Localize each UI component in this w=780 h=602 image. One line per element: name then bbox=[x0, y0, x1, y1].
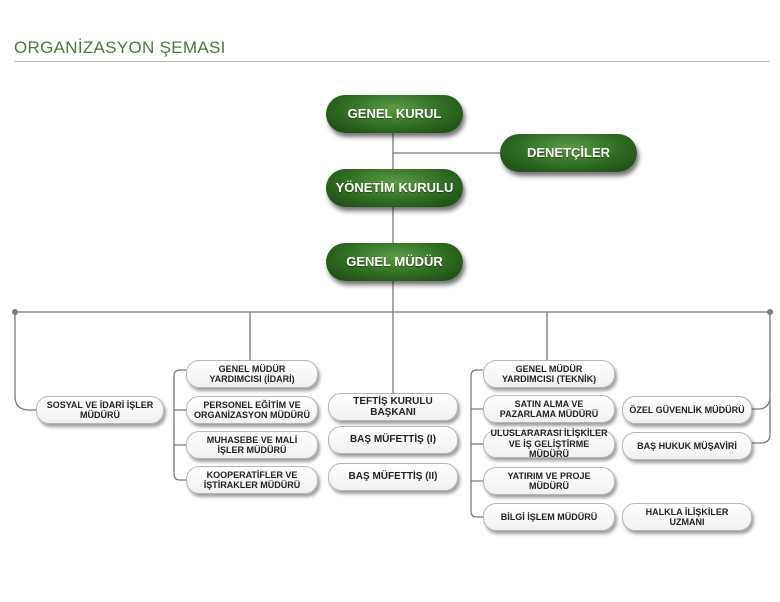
connector-idari-group bbox=[173, 369, 186, 481]
bus-right-dot bbox=[767, 309, 773, 315]
node-yatirim[interactable]: YATIRIM VE PROJE MÜDÜRÜ bbox=[483, 467, 615, 495]
page-title: ORGANİZASYON ŞEMASI bbox=[14, 38, 226, 57]
node-halkla-iliskiler[interactable]: HALKLA İLİŞKİLER UZMANI bbox=[622, 503, 752, 531]
node-muhasebe[interactable]: MUHASEBE VE MALİ İŞLER MÜDÜRÜ bbox=[186, 431, 318, 459]
node-halkla-iliskiler-label: HALKLA İLİŞKİLER UZMANI bbox=[645, 506, 729, 527]
node-ozel-guvenlik-label: ÖZEL GÜVENLİK MÜDÜRÜ bbox=[629, 404, 745, 415]
node-teftis-label: TEFTİŞ KURULU BAŞKANI bbox=[353, 395, 433, 419]
node-bilgi-islem[interactable]: BİLGİ İŞLEM MÜDÜRÜ bbox=[483, 503, 615, 531]
node-hukuk[interactable]: BAŞ HUKUK MÜŞAVİRİ bbox=[622, 432, 752, 460]
node-sosyal-idari[interactable]: SOSYAL VE İDARİ İŞLER MÜDÜRÜ bbox=[36, 396, 164, 424]
node-gmy-teknik[interactable]: GENEL MÜDÜR YARDIMCISI (TEKNİK) bbox=[483, 360, 615, 388]
node-yonetim-kurulu-label: YÖNETİM KURULU bbox=[335, 179, 454, 195]
node-genel-mudur[interactable]: GENEL MÜDÜR bbox=[326, 243, 463, 281]
node-teftis[interactable]: TEFTİŞ KURULU BAŞKANI bbox=[328, 393, 458, 421]
node-satin-alma[interactable]: SATIN ALMA VE PAZARLAMA MÜDÜRÜ bbox=[483, 395, 615, 423]
node-personel[interactable]: PERSONEL EĞİTİM VE ORGANİZASYON MÜDÜRÜ bbox=[186, 396, 318, 424]
connector-teknik-group bbox=[470, 369, 483, 518]
node-denetciler-label: DENETÇİLER bbox=[526, 144, 611, 160]
node-kooperatifler-label: KOOPERATİFLER VE İŞTİRAKLER MÜDÜRÜ bbox=[203, 469, 301, 490]
node-muhasebe-label: MUHASEBE VE MALİ İŞLER MÜDÜRÜ bbox=[206, 434, 298, 455]
node-yonetim-kurulu[interactable]: YÖNETİM KURULU bbox=[326, 169, 463, 207]
connector-right bbox=[752, 312, 771, 444]
node-bas-mufettis-1-label: BAŞ MÜFETTİŞ (I) bbox=[349, 434, 437, 446]
node-sosyal-idari-label: SOSYAL VE İDARİ İŞLER MÜDÜRÜ bbox=[46, 399, 154, 420]
node-genel-mudur-label: GENEL MÜDÜR bbox=[346, 253, 443, 269]
node-gmy-teknik-label: GENEL MÜDÜR YARDIMCISI (TEKNİK) bbox=[501, 363, 597, 384]
node-denetciler[interactable]: DENETÇİLER bbox=[500, 134, 637, 172]
node-bas-mufettis-1[interactable]: BAŞ MÜFETTİŞ (I) bbox=[328, 426, 458, 454]
node-hukuk-label: BAŞ HUKUK MÜŞAVİRİ bbox=[637, 440, 737, 451]
node-kooperatifler[interactable]: KOOPERATİFLER VE İŞTİRAKLER MÜDÜRÜ bbox=[186, 466, 318, 494]
node-genel-kurul-label: GENEL KURUL bbox=[347, 105, 442, 121]
node-satin-alma-label: SATIN ALMA VE PAZARLAMA MÜDÜRÜ bbox=[499, 398, 599, 419]
node-bas-mufettis-2[interactable]: BAŞ MÜFETTİŞ (II) bbox=[328, 463, 458, 491]
node-genel-kurul[interactable]: GENEL KURUL bbox=[326, 95, 463, 133]
node-uluslararasi-label: ULUSLARARASI İLİŞKİLER VE İŞ GELİŞTİRME … bbox=[490, 428, 608, 460]
node-gmy-idari[interactable]: GENEL MÜDÜR YARDIMCISI (İDARİ) bbox=[186, 360, 318, 388]
connector-sosyal bbox=[14, 312, 36, 411]
title-divider bbox=[14, 61, 770, 62]
node-personel-label: PERSONEL EĞİTİM VE ORGANİZASYON MÜDÜRÜ bbox=[194, 399, 310, 420]
node-yatirim-label: YATIRIM VE PROJE MÜDÜRÜ bbox=[507, 470, 591, 491]
node-bilgi-islem-label: BİLGİ İŞLEM MÜDÜRÜ bbox=[500, 511, 598, 522]
node-ozel-guvenlik[interactable]: ÖZEL GÜVENLİK MÜDÜRÜ bbox=[622, 396, 752, 424]
node-uluslararasi[interactable]: ULUSLARARASI İLİŞKİLER VE İŞ GELİŞTİRME … bbox=[483, 428, 615, 460]
node-gmy-idari-label: GENEL MÜDÜR YARDIMCISI (İDARİ) bbox=[209, 363, 295, 384]
bus-left-dot bbox=[12, 309, 18, 315]
node-bas-mufettis-2-label: BAŞ MÜFETTİŞ (II) bbox=[348, 471, 438, 483]
